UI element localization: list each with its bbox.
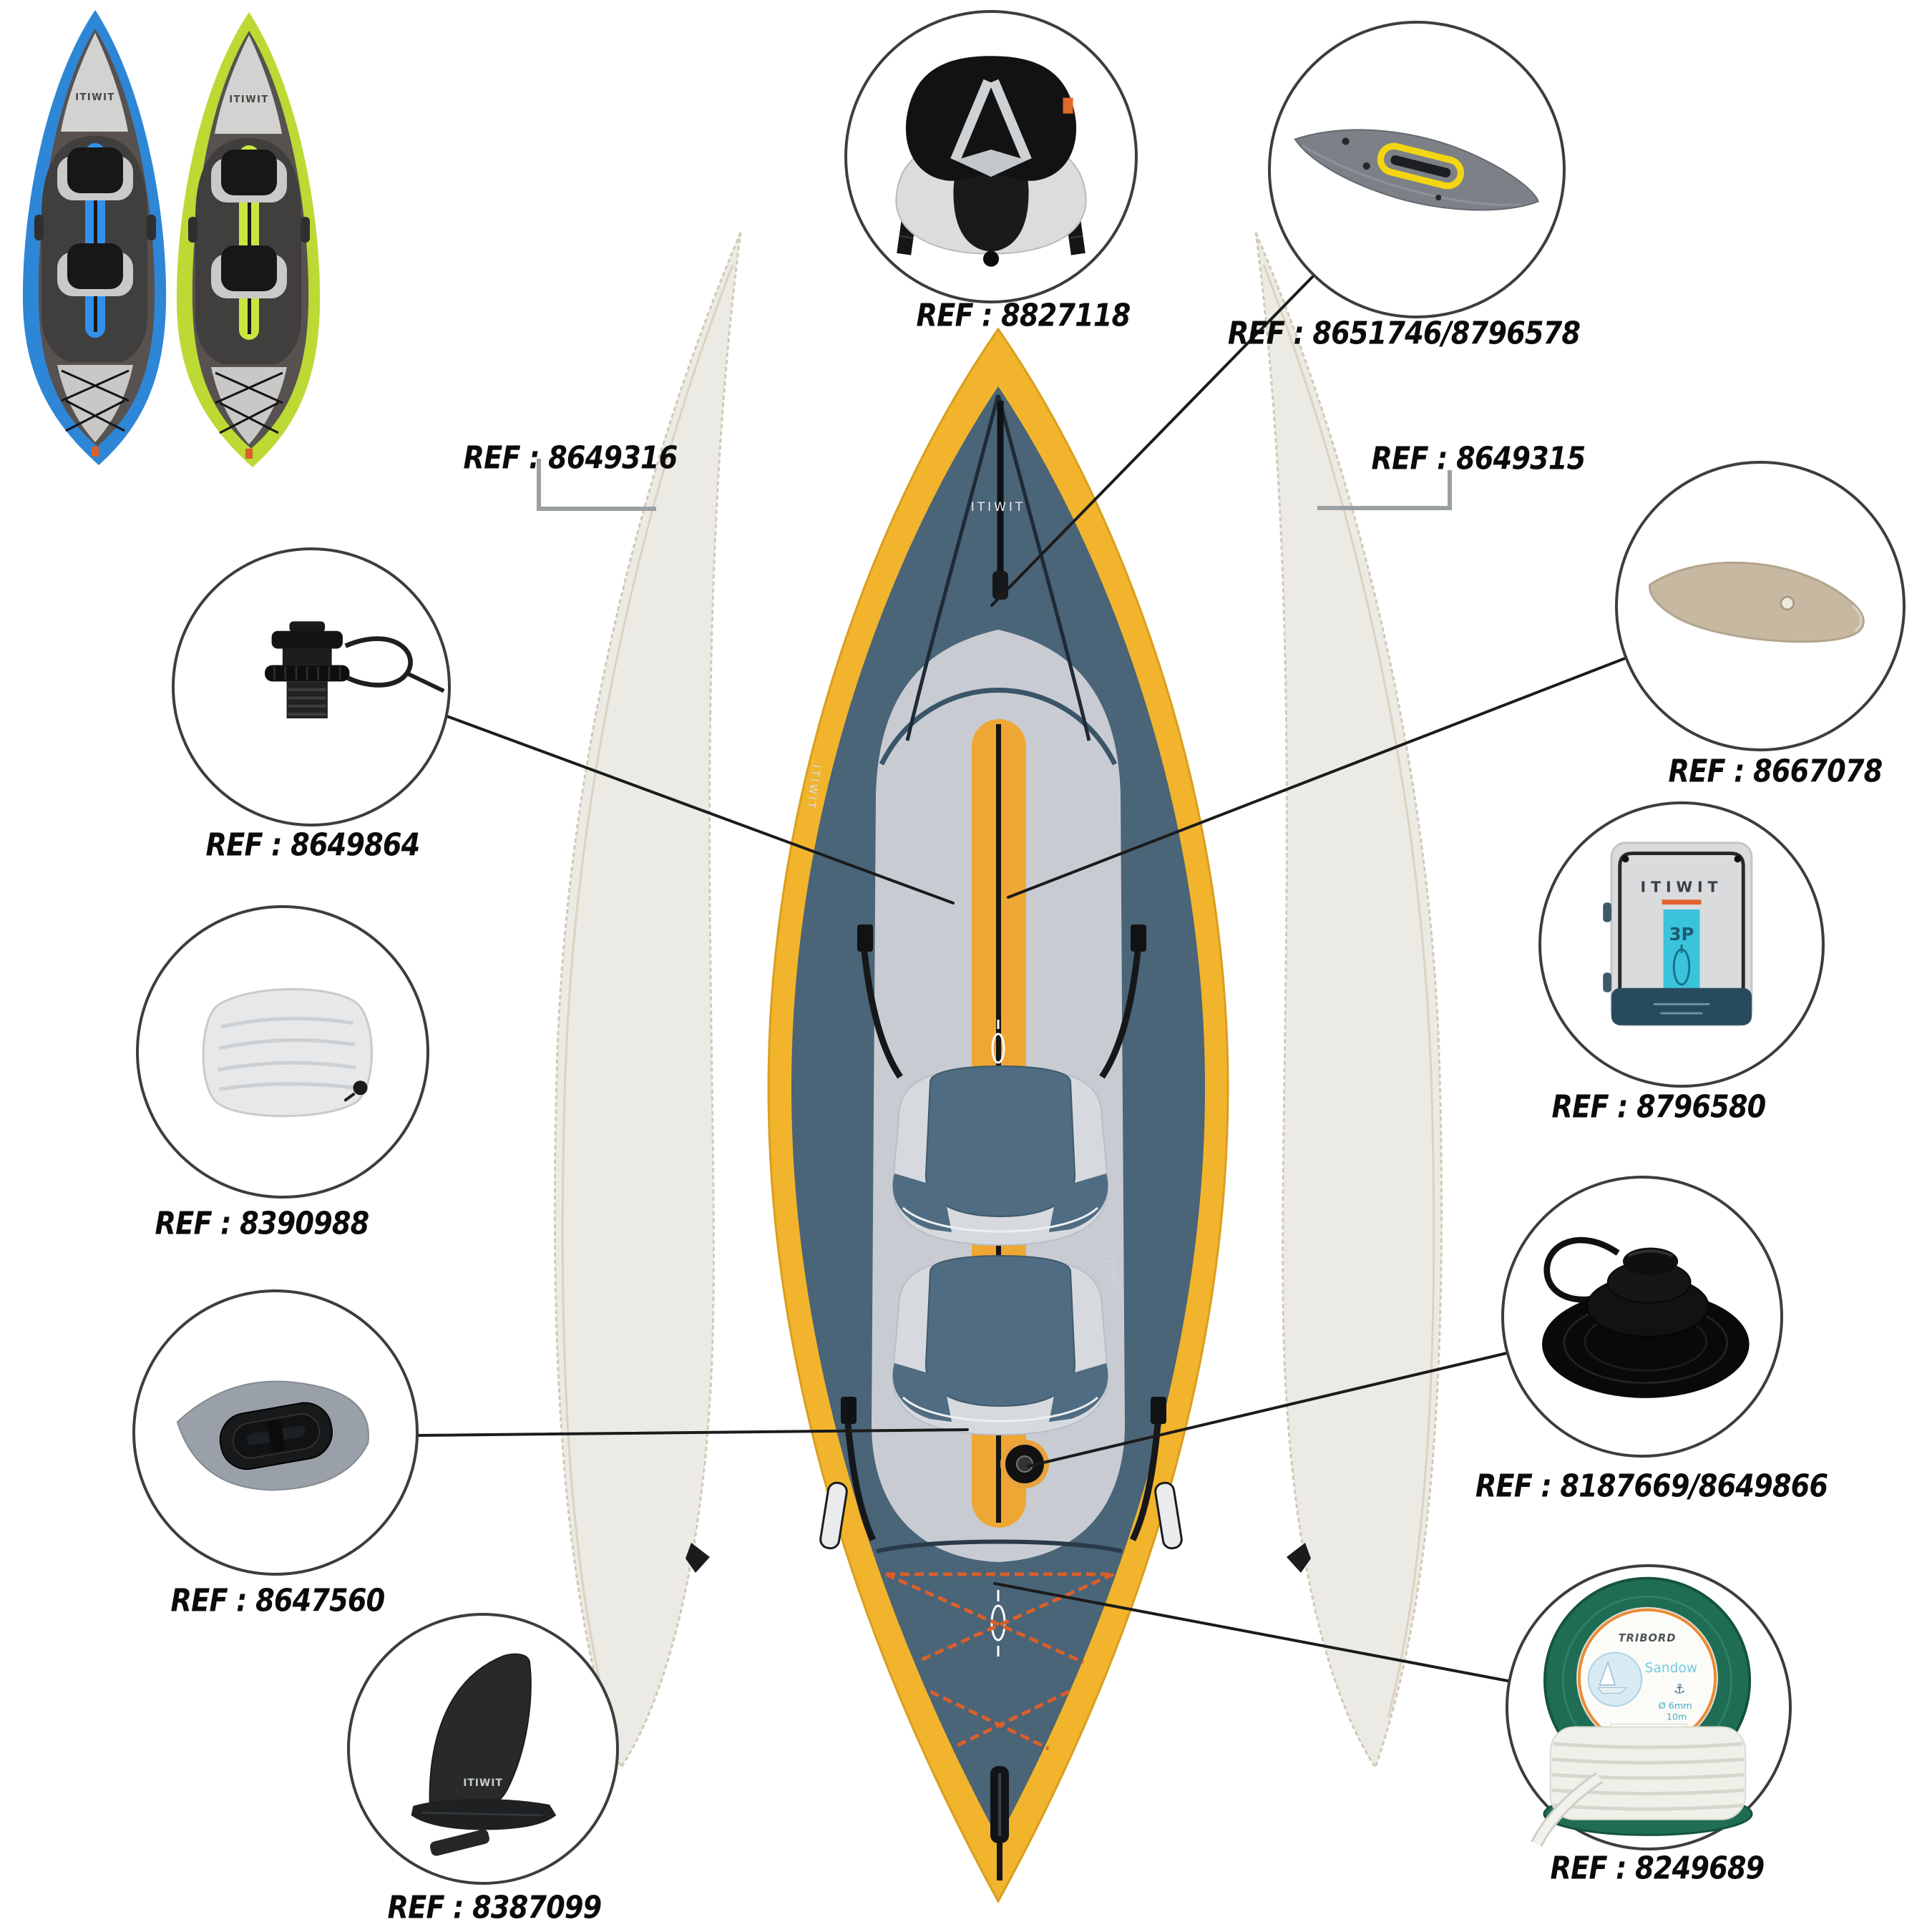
leader-line-small-valve — [444, 714, 955, 904]
seat-straps — [844, 951, 1161, 1541]
leader-line-bungee-spool — [993, 1582, 1509, 1682]
ref-label-deck-cover: REF : 8651746/8796578 — [1227, 315, 1581, 352]
ref-label-floor-valve: REF : 8187669/8649866 — [1475, 1468, 1828, 1505]
ref-label-left-float: REF : 8649316 — [463, 439, 678, 477]
spool-diameter-text: Ø 6mm — [1659, 1701, 1692, 1712]
small-valve-illustration — [265, 621, 445, 718]
spool-length-text: 10m — [1667, 1712, 1687, 1723]
strap-buckles — [841, 924, 1166, 1424]
leader-line-seat-base — [1007, 657, 1626, 899]
callout-cushion — [136, 905, 429, 1199]
callout-fin: ITIWIT — [347, 1613, 619, 1885]
ref-label-fin: REF : 8387099 — [387, 1889, 602, 1926]
callout-backpack: ITIWIT 3P — [1538, 801, 1825, 1088]
side-handle-right — [1154, 1481, 1183, 1550]
ref-label-seat-base: REF : 8667078 — [1668, 753, 1883, 790]
spool-product-text: Sandow — [1645, 1661, 1697, 1676]
left-float — [553, 232, 742, 1770]
floor-valve-illustration — [1542, 1236, 1750, 1398]
seat-illustration — [895, 56, 1087, 267]
callout-floor-valve — [1501, 1176, 1783, 1458]
bungee-spool-illustration: TRIBORD Sandow ⚓ Ø 6mm 10m — [1531, 1576, 1753, 1848]
float-strap-tab — [686, 1543, 710, 1573]
leader-line-handle-patch — [417, 1428, 969, 1437]
fin-illustration: ITIWIT — [411, 1653, 557, 1856]
deck-brand-text: ITIWIT — [971, 500, 1026, 514]
leader-line-deck-cover — [990, 275, 1314, 607]
ref-label-seat: REF : 8827118 — [916, 297, 1131, 334]
bracket-right-float — [1317, 470, 1452, 510]
ref-label-cushion: REF : 8390988 — [155, 1205, 370, 1242]
cushion-illustration — [202, 987, 374, 1118]
leader-line-floor-valve — [1027, 1351, 1511, 1468]
side-handle-left — [819, 1481, 848, 1550]
floor-valve-on-kayak — [1000, 1440, 1049, 1488]
callout-seat — [844, 10, 1138, 303]
ref-label-small-valve: REF : 8649864 — [205, 826, 421, 864]
main-kayak-top-view: ITIWIT ITIWIT ITIWIT — [767, 327, 1229, 1904]
thumbnail-kayak-blue — [22, 10, 167, 465]
backpack-illustration: ITIWIT 3P — [1603, 841, 1753, 1027]
ref-label-right-float: REF : 8649315 — [1371, 440, 1586, 477]
backpack-brand-text: ITIWIT — [1641, 879, 1723, 896]
fin-brand-text: ITIWIT — [463, 1777, 503, 1789]
ref-label-bungee-spool: REF : 8249689 — [1550, 1850, 1765, 1887]
thumbnail-kayak-green — [176, 12, 321, 467]
bracket-left-float — [537, 459, 656, 511]
anchor-icon: ⚓ — [1674, 1682, 1686, 1697]
callout-seat-base — [1615, 461, 1906, 751]
callout-handle-patch — [132, 1289, 419, 1576]
deck-cover-illustration — [1294, 129, 1540, 211]
handle-patch-illustration — [176, 1380, 369, 1491]
callout-bungee-spool: TRIBORD Sandow ⚓ Ø 6mm 10m — [1506, 1564, 1792, 1850]
callout-deck-cover — [1268, 21, 1566, 318]
spool-brand-text: TRIBORD — [1619, 1632, 1677, 1644]
float-strap-tab — [1287, 1543, 1311, 1573]
right-float — [1254, 232, 1443, 1770]
ref-label-backpack: REF : 8796580 — [1551, 1088, 1767, 1126]
ref-label-handle-patch: REF : 8647560 — [170, 1582, 386, 1619]
callout-small-valve — [172, 547, 451, 826]
backpack-capacity-text: 3P — [1669, 924, 1694, 945]
seat-base-illustration — [1649, 562, 1865, 643]
